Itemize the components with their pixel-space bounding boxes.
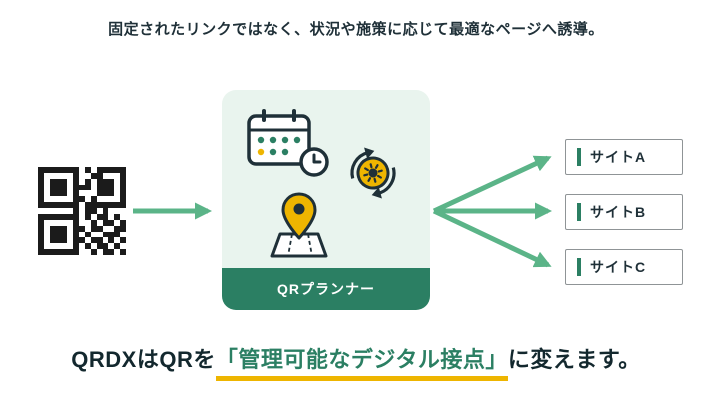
headline-prefix: QRDXはQRを bbox=[71, 347, 216, 372]
site-accent-bar bbox=[577, 148, 581, 166]
tagline-text: 固定されたリンクではなく、状況や施策に応じて最適なページへ誘導。 bbox=[108, 21, 604, 38]
site-accent-bar bbox=[577, 203, 581, 221]
card-title: QRプランナー bbox=[222, 268, 430, 310]
qr-planner-card: QRプランナー bbox=[222, 90, 430, 310]
site-label-b: サイトB bbox=[590, 204, 647, 220]
headline-suffix: に変えます。 bbox=[507, 347, 641, 372]
site-accent-bar bbox=[577, 258, 581, 276]
arrow-planner-to-site-a bbox=[432, 155, 552, 214]
arrow-planner-to-site-c bbox=[432, 208, 552, 268]
site-box-b: サイトB bbox=[565, 194, 683, 230]
map-pin-icon bbox=[270, 192, 328, 258]
site-label-a: サイトA bbox=[590, 149, 647, 165]
headline: QRDXはQRを「管理可能なデジタル接点」に変えます。 bbox=[0, 342, 712, 381]
headline-highlight: 「管理可能なデジタル接点」 bbox=[215, 347, 508, 381]
site-box-a: サイトA bbox=[565, 139, 683, 175]
qr-code-image bbox=[38, 167, 126, 255]
calendar-icon bbox=[247, 109, 311, 166]
site-label-c: サイトC bbox=[590, 259, 647, 275]
refresh-sun-icon bbox=[350, 147, 396, 199]
clock-icon bbox=[299, 147, 329, 177]
site-box-c: サイトC bbox=[565, 249, 683, 285]
